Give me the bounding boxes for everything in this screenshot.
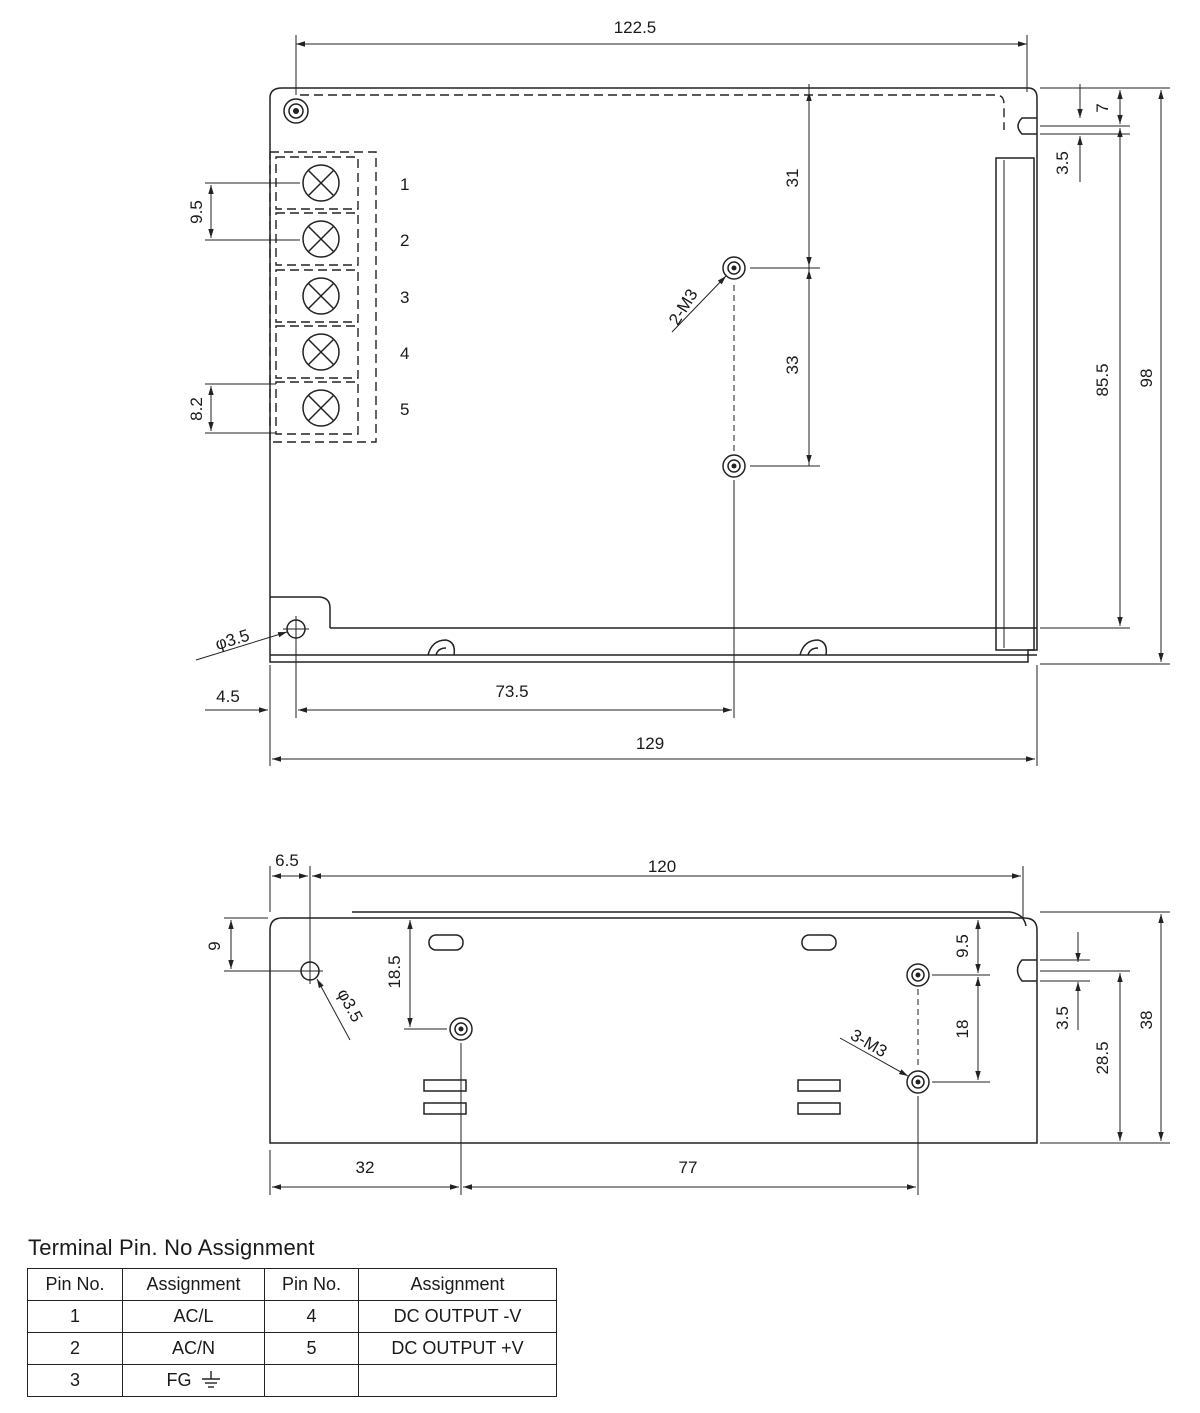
vent-left-2 [423, 1102, 467, 1115]
table-cell: AC/L [122, 1300, 265, 1333]
terminal-2 [275, 212, 359, 266]
table-header-row: Pin No. Assignment Pin No. Assignment [27, 1268, 557, 1301]
table-cell [264, 1364, 359, 1397]
table-cell: 2 [27, 1332, 123, 1365]
pin-assignment-table: Pin No. Assignment Pin No. Assignment 1 … [27, 1268, 557, 1397]
bottom-left-mount-hole [283, 616, 309, 642]
terminal-number-5: 5 [400, 400, 409, 419]
dim-9-5-pitch: 9.5 [187, 200, 206, 224]
terminal-number-3: 3 [400, 288, 409, 307]
ground-icon [201, 1371, 220, 1388]
table-row: 3 FG [27, 1364, 557, 1397]
side-view-chassis-outline [269, 917, 1038, 1144]
top-left-mount-hole [283, 98, 309, 124]
table-cell: 4 [264, 1300, 359, 1333]
header-assignment-1: Assignment [122, 1268, 265, 1301]
table-title: Terminal Pin. No Assignment [28, 1235, 315, 1260]
dim-129: 129 [636, 734, 664, 753]
dim-122-5: 122.5 [614, 18, 657, 37]
dim-38: 38 [1137, 1011, 1156, 1030]
m3-hole-lower [722, 454, 746, 478]
dim-4-5: 4.5 [216, 687, 240, 706]
table-cell: 1 [27, 1300, 123, 1333]
dim-9-5-side: 9.5 [953, 934, 972, 958]
terminal-number-1: 1 [400, 175, 409, 194]
label-hole-diameter: φ3.5 [213, 626, 252, 654]
top-view-chassis-outline [269, 87, 1038, 663]
mechanical-drawing: 1 2 3 4 5 122.5 31 33 2-M3 [187, 18, 1170, 1195]
dim-3-5-side: 3.5 [1053, 1006, 1072, 1030]
label-3-m3: 3-M3 [847, 1025, 890, 1061]
dim-3-5-right: 3.5 [1053, 151, 1072, 175]
header-assignment-2: Assignment [358, 1268, 557, 1301]
dim-31: 31 [783, 169, 802, 188]
dim-6-5: 6.5 [275, 851, 299, 870]
dim-7: 7 [1093, 103, 1112, 112]
dim-33: 33 [783, 356, 802, 375]
dim-32: 32 [356, 1158, 375, 1177]
side-flange [995, 157, 1035, 651]
table-cell: 3 [27, 1364, 123, 1397]
terminal-5 [275, 381, 359, 435]
dim-8-2: 8.2 [187, 397, 206, 421]
dim-77: 77 [679, 1158, 698, 1177]
table-cell: AC/N [122, 1332, 265, 1365]
vent-right-1 [797, 1079, 841, 1092]
dim-28-5: 28.5 [1093, 1041, 1112, 1074]
side-view: 6.5 120 9 φ3.5 18.5 9.5 18 3-M3 [205, 851, 1170, 1195]
terminal-block [269, 151, 377, 443]
slot-right-top [801, 934, 837, 951]
header-pin-no-1: Pin No. [27, 1268, 123, 1301]
dim-18: 18 [953, 1020, 972, 1039]
vent-left-1 [423, 1079, 467, 1092]
slot-left-top [428, 934, 464, 951]
vent-right-2 [797, 1102, 841, 1115]
table-cell: DC OUTPUT +V [358, 1332, 557, 1365]
terminal-number-2: 2 [400, 231, 409, 250]
table-cell: DC OUTPUT -V [358, 1300, 557, 1333]
dim-18-5: 18.5 [385, 955, 404, 988]
m3-hole-upper [722, 256, 746, 280]
table-cell: 5 [264, 1332, 359, 1365]
dim-73-5: 73.5 [495, 682, 528, 701]
side-m3-hole-right-upper [906, 963, 930, 987]
table-cell-fg: FG [122, 1364, 265, 1397]
dim-85-5: 85.5 [1093, 363, 1112, 396]
fg-label: FG [166, 1370, 192, 1390]
side-m3-hole-right-lower [906, 1070, 930, 1094]
table-row: 1 AC/L 4 DC OUTPUT -V [27, 1300, 557, 1333]
table-row: 2 AC/N 5 DC OUTPUT +V [27, 1332, 557, 1365]
terminal-3 [275, 269, 359, 323]
top-view-dashed-outline [300, 94, 1005, 130]
side-m3-hole-left [449, 1017, 473, 1041]
dim-9: 9 [205, 941, 224, 950]
terminal-number-4: 4 [400, 344, 409, 363]
header-pin-no-2: Pin No. [264, 1268, 359, 1301]
dim-98: 98 [1137, 369, 1156, 388]
terminal-4 [275, 325, 359, 379]
dim-120: 120 [648, 857, 676, 876]
top-view: 1 2 3 4 5 122.5 31 33 2-M3 [187, 18, 1170, 766]
table-cell [358, 1364, 557, 1397]
